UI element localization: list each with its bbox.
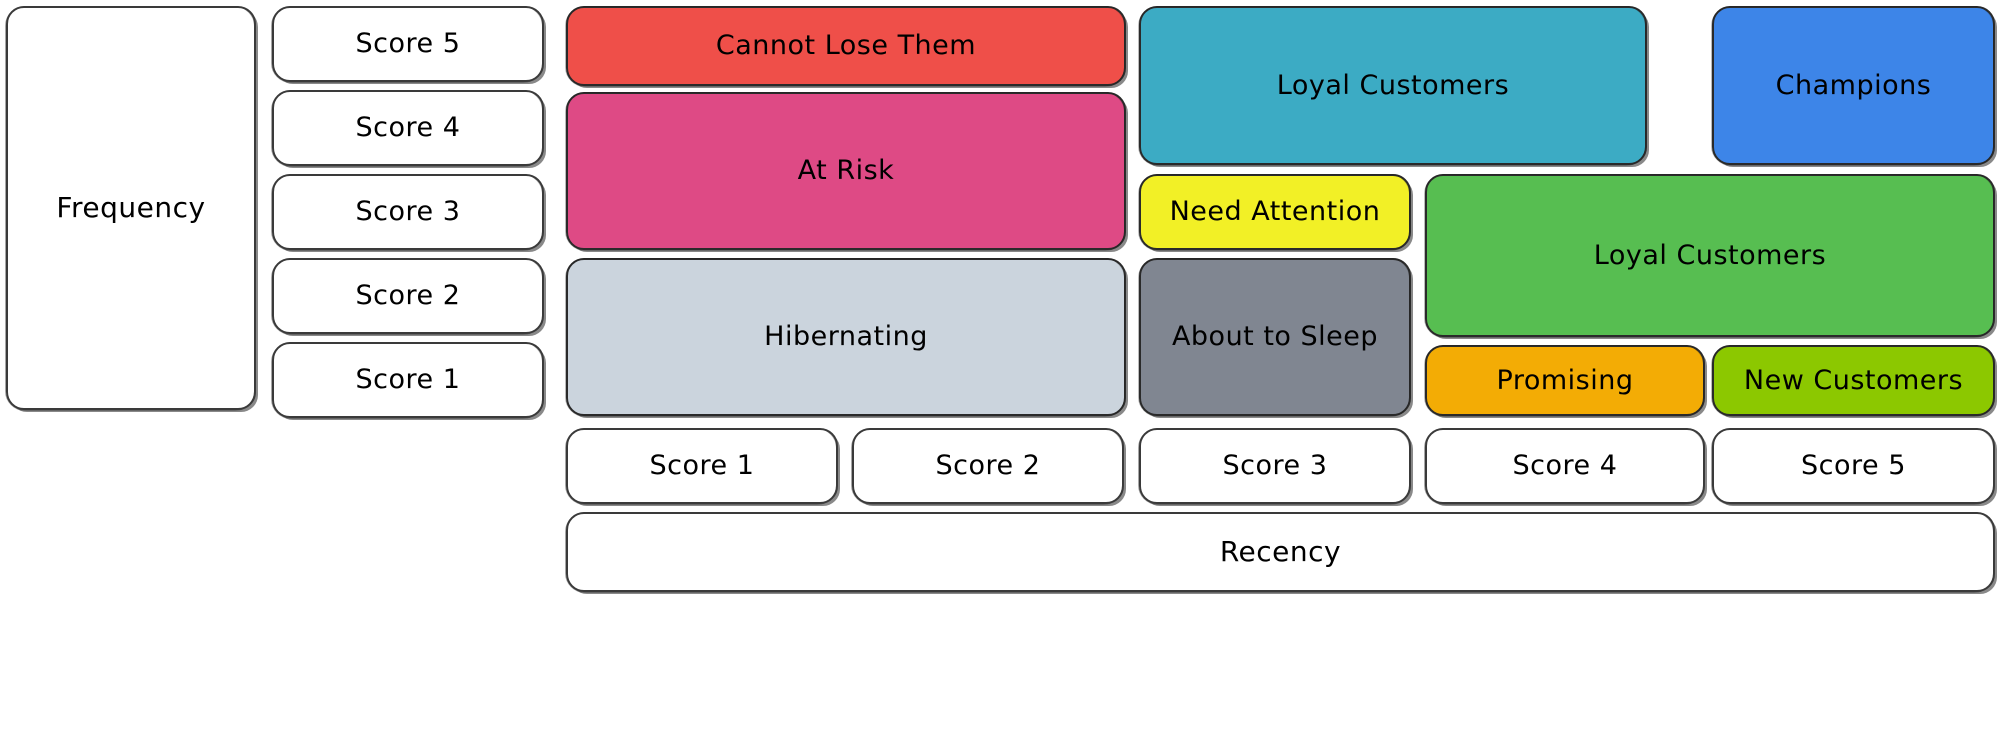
recency-score-4[interactable]: Score 4 (1424, 428, 1705, 505)
frequency-score-2[interactable]: Score 2 (271, 258, 544, 335)
segment-label: Cannot Lose Them (715, 30, 977, 62)
recency-axis-label: Recency (565, 512, 1995, 593)
recency-score-2[interactable]: Score 2 (851, 428, 1124, 505)
frequency-score-4[interactable]: Score 4 (271, 90, 544, 167)
segment-label: Need Attention (1169, 196, 1381, 228)
segment-new-customers[interactable]: New Customers (1711, 345, 1995, 417)
frequency-score-5[interactable]: Score 5 (271, 6, 544, 83)
segment-label: Promising (1496, 364, 1634, 396)
segment-champions[interactable]: Champions (1711, 6, 1995, 166)
recency-score-1[interactable]: Score 1 (565, 428, 838, 505)
segment-label: At Risk (797, 155, 895, 187)
segment-label: Champions (1775, 69, 1932, 101)
segment-about-to-sleep[interactable]: About to Sleep (1138, 258, 1411, 417)
recency-score-3[interactable]: Score 3 (1138, 428, 1411, 505)
segment-at-risk[interactable]: At Risk (565, 92, 1126, 251)
segment-label: About to Sleep (1171, 321, 1379, 353)
segment-loyal-customers-green[interactable]: Loyal Customers (1424, 174, 1995, 338)
recency-score-5[interactable]: Score 5 (1711, 428, 1995, 505)
segment-label: Loyal Customers (1276, 69, 1510, 101)
segment-cannot-lose-them[interactable]: Cannot Lose Them (565, 6, 1126, 87)
segment-label: Hibernating (764, 321, 928, 353)
segment-need-attention[interactable]: Need Attention (1138, 174, 1411, 251)
segment-promising[interactable]: Promising (1424, 345, 1705, 417)
segment-hibernating[interactable]: Hibernating (565, 258, 1126, 417)
segment-loyal-customers-teal[interactable]: Loyal Customers (1138, 6, 1647, 166)
segment-label: Loyal Customers (1593, 239, 1827, 271)
segment-label: New Customers (1743, 364, 1964, 396)
frequency-axis-label: Frequency (5, 6, 256, 411)
frequency-score-3[interactable]: Score 3 (271, 174, 544, 251)
frequency-score-1[interactable]: Score 1 (271, 342, 544, 419)
